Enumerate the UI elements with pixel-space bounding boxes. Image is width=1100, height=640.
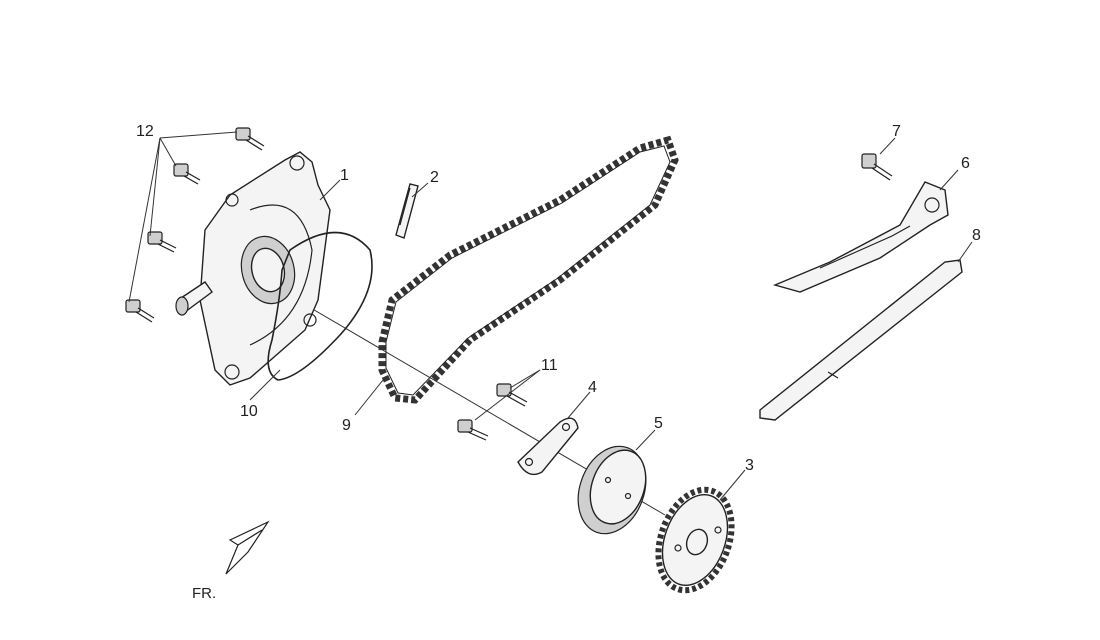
callout-5: 5 [654, 415, 663, 432]
bolt-11-a [496, 383, 528, 407]
front-direction-label: FR. [192, 585, 216, 602]
bolt-12-d [125, 299, 155, 323]
callout-11: 11 [541, 357, 558, 374]
callout-8: 8 [972, 227, 981, 244]
bolt-12-b [173, 163, 201, 185]
drive-chain-part [378, 135, 679, 404]
tensioner-arm-part [772, 181, 949, 293]
sprocket-hub-part [577, 445, 647, 535]
callout-12: 12 [136, 123, 154, 140]
callout-9: 9 [342, 417, 351, 434]
callout-10: 10 [240, 403, 258, 420]
front-direction-arrow [225, 520, 270, 575]
callout-2: 2 [430, 169, 439, 186]
callout-1: 1 [340, 167, 349, 184]
retaining-plate-part [517, 417, 579, 476]
bolt-11-b [457, 419, 489, 441]
leader-lines [128, 131, 973, 501]
callout-3: 3 [745, 457, 754, 474]
cover-housing-part [175, 151, 331, 386]
callout-4: 4 [588, 379, 597, 396]
bolt-12-c [147, 231, 177, 253]
bolt-12-a [235, 127, 265, 151]
woodruff-key-part [395, 183, 419, 239]
bolt-7 [861, 153, 893, 181]
gasket-part [267, 231, 373, 381]
chain-guide-part [759, 259, 963, 421]
callout-7: 7 [892, 123, 901, 140]
callout-6: 6 [961, 155, 970, 172]
cam-sprocket-part [655, 486, 735, 594]
